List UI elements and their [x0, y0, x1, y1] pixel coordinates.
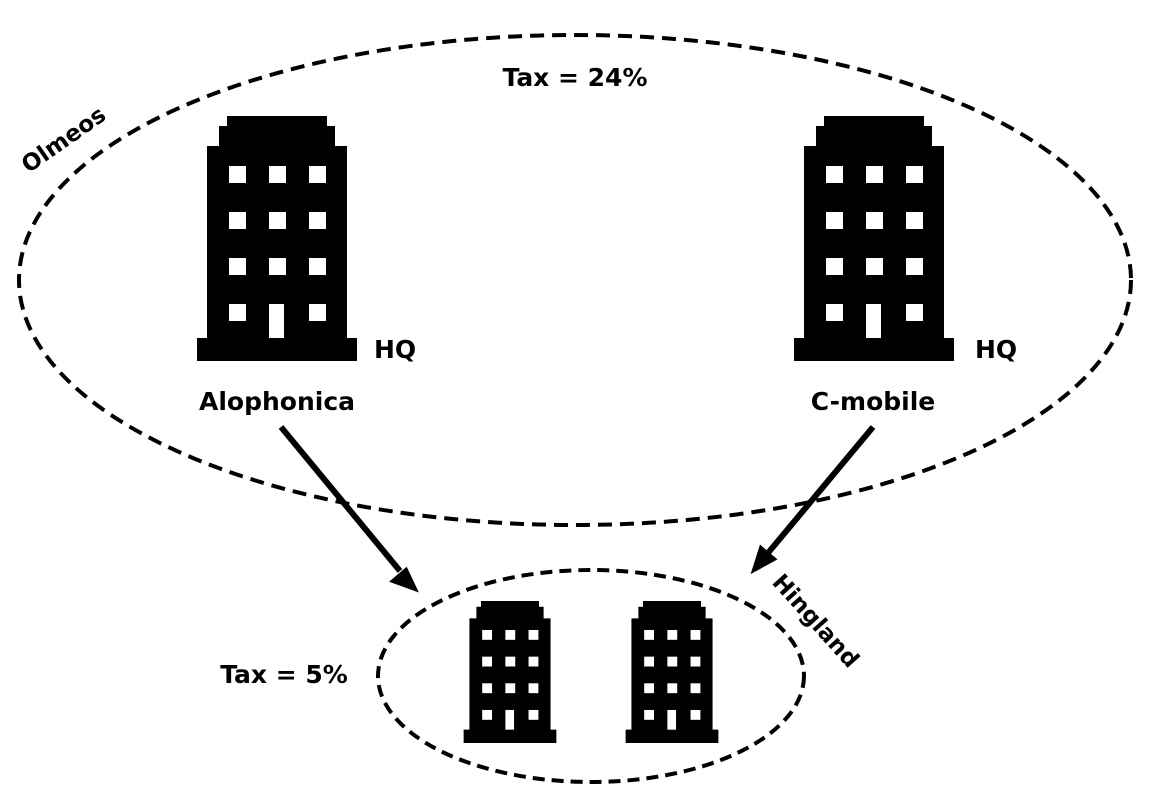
hingland-region-name: Hingland [767, 569, 864, 673]
c-mobile-subsidiary-building-icon [625, 601, 719, 743]
alophonica-to-hingland-arrow [278, 425, 419, 593]
alophonica-subsidiary-building-icon [463, 601, 557, 743]
c-mobile-hq-label: HQ [975, 335, 1017, 364]
c-mobile-company-name: C-mobile [811, 387, 936, 416]
alophonica-hq-label: HQ [374, 335, 416, 364]
c-mobile-to-hingland-arrow [750, 425, 876, 575]
alophonica-company-name: Alophonica [199, 387, 355, 416]
hingland-region-boundary [376, 568, 806, 784]
c-mobile-hq-building-icon [794, 116, 954, 361]
olmeos-tax-label: Tax = 24% [502, 63, 647, 92]
hingland-tax-label: Tax = 5% [220, 660, 348, 689]
olmeos-region-boundary [17, 33, 1133, 527]
olmeos-region-name: Olmeos [17, 102, 111, 179]
alophonica-hq-building-icon [197, 116, 357, 361]
